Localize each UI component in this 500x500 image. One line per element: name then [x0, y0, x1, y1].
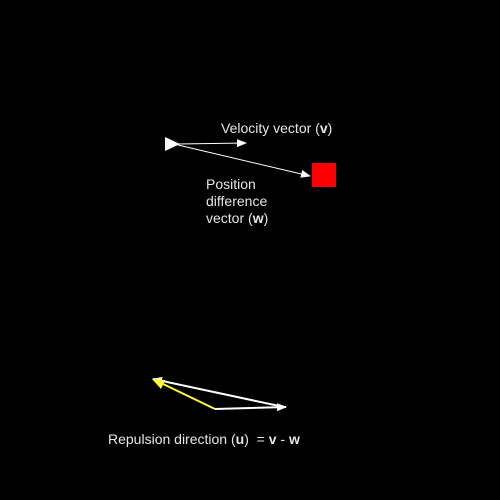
lower-position-vector-arrow — [152, 376, 285, 408]
velocity-symbol: v — [319, 120, 328, 136]
repulsion-direction-arrow — [160, 382, 216, 410]
repulsion-symbol-w: w — [288, 431, 300, 447]
repulsion-direction-label: Repulsion direction (u) = v - w — [108, 431, 300, 448]
position-difference-vector-arrow — [177, 144, 311, 178]
position-label-line-1: Position — [206, 176, 256, 192]
position-label-suffix: ) — [263, 210, 269, 226]
repulsion-symbol-v: v — [268, 431, 277, 447]
repulsion-label-text: Repulsion direction ( — [108, 431, 236, 447]
velocity-vector-label: Velocity vector (v) — [221, 120, 332, 137]
position-label-line-3: vector (w) — [206, 210, 268, 227]
velocity-label-text: Velocity vector ( — [221, 120, 320, 136]
target-square — [312, 163, 336, 187]
lower-velocity-vector-arrow — [214, 403, 287, 412]
position-label-line-3-text: vector ( — [206, 210, 253, 226]
repulsion-symbol-u: u — [235, 431, 245, 447]
position-label-line-2: difference — [206, 193, 268, 209]
agent-triangle — [165, 137, 180, 151]
velocity-vector-arrow — [177, 139, 247, 148]
repulsion-label-minus: - — [276, 431, 289, 447]
repulsion-direction-arrowhead — [152, 379, 165, 389]
velocity-label-suffix: ) — [327, 120, 333, 136]
position-symbol: w — [252, 210, 264, 226]
repulsion-label-middle: ) = — [244, 431, 269, 447]
position-difference-vector-label: Position difference vector (w) — [206, 176, 268, 227]
